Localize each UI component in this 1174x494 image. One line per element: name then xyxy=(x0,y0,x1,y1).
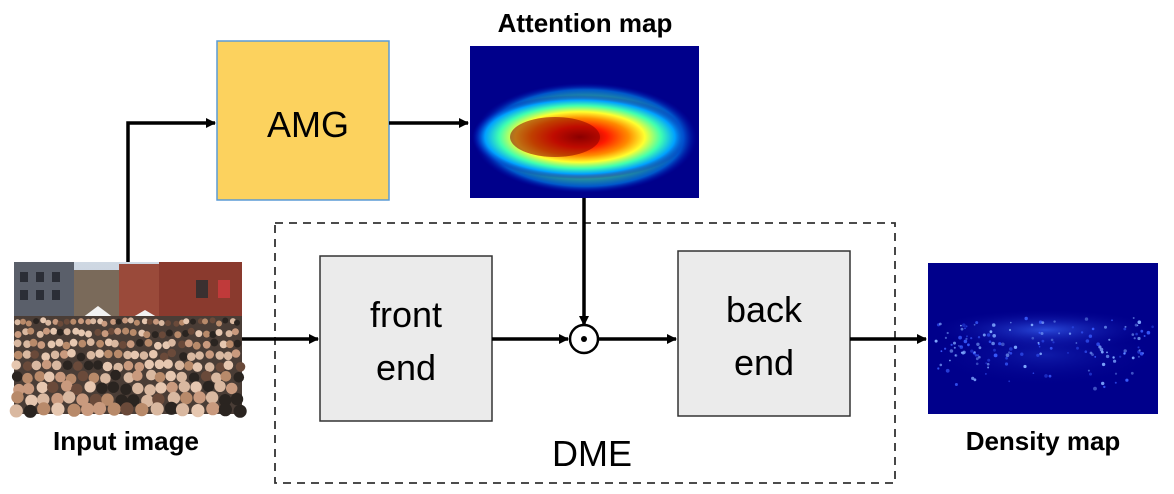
elementwise-product-operator xyxy=(568,323,600,355)
input-image-label: Input image xyxy=(53,426,199,456)
front-end-label-line1: front xyxy=(370,294,442,335)
front-end-block xyxy=(319,255,493,422)
density-map-image xyxy=(928,263,1158,414)
back-end-label-line1: back xyxy=(726,289,803,330)
back-end-label-line2: end xyxy=(734,342,794,383)
attention-map-title: Attention map xyxy=(498,8,673,38)
front-end-label-line2: end xyxy=(376,347,436,388)
amg-block xyxy=(216,40,390,201)
dme-label: DME xyxy=(552,433,632,474)
arrow-input-to-amg xyxy=(126,118,216,262)
back-end-block xyxy=(677,250,851,417)
attention-map-image xyxy=(470,46,699,198)
arrows xyxy=(126,118,927,344)
input-image xyxy=(9,262,247,418)
density-map-label: Density map xyxy=(966,426,1121,456)
amg-label: AMG xyxy=(267,104,349,145)
